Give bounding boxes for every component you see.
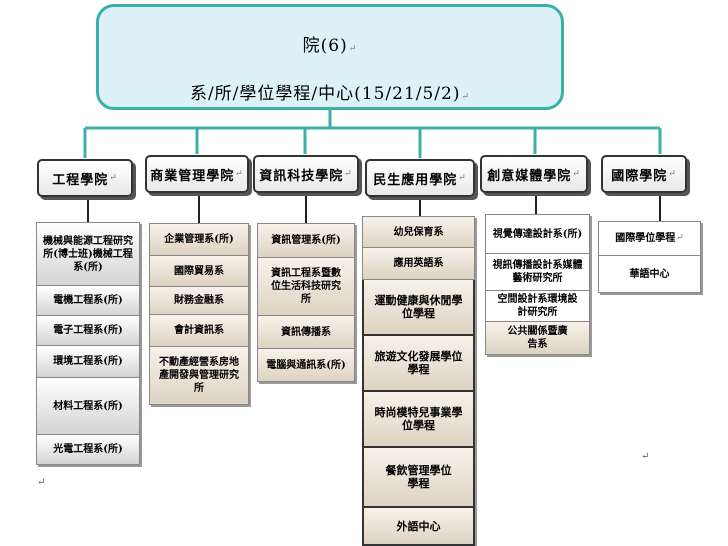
dept-item: 視覺傳達設計系(所) (485, 214, 590, 254)
dept-item: 環境工程系(所) (36, 346, 140, 378)
dept-item: 公共關係暨廣告系 (485, 322, 590, 355)
dept-item: 外語中心 (362, 508, 475, 546)
dept-item: 國際貿易系 (149, 256, 249, 287)
dept-item: 時尚模特兒事業學位學程 (362, 392, 475, 448)
dept-item: 旅遊文化發展學位學程 (362, 336, 475, 392)
college-count: 院(6)↵ (302, 36, 358, 56)
dept-item: 資訊管理系(所) (257, 223, 355, 258)
college-information-technology: 資訊科技學院↵ (253, 155, 359, 193)
college-applied-living: 民生應用學院↵ (365, 159, 475, 197)
paragraph-mark: ↵ (37, 477, 46, 488)
dept-item: 不動產經營系房地產開發與管理研究所 (149, 347, 249, 405)
dept-item: 會計資訊系 (149, 315, 249, 347)
college-engineering: 工程學院↵ (37, 159, 133, 197)
dept-item: 機械與能源工程研究所(博士班)機械工程系(所) (36, 222, 140, 286)
dept-item: 華語中心 (598, 256, 701, 293)
college-business-management: 商業管理學院↵ (145, 155, 249, 193)
university-summary-box: 院(6)↵ 系/所/學位學程/中心(15/21/5/2)↵ (96, 4, 564, 110)
dept-item: 材料工程系(所) (36, 378, 140, 435)
college-creative-media: 創意媒體學院↵ (480, 155, 588, 193)
dept-item: 財務金融系 (149, 287, 249, 315)
creative-media-dept-list: 視覺傳達設計系(所) 視訊傳播設計系媒體藝術研究所 空間設計系環境設計研究所 公… (485, 214, 590, 355)
dept-item: 電子工程系(所) (36, 316, 140, 346)
dept-item: 資訊工程系暨數位生活科技研究所 (257, 258, 355, 316)
paragraph-mark: ↵ (641, 451, 650, 462)
dept-item: 電腦與通訊系(所) (257, 349, 355, 382)
dept-item: 國際學位學程↵ (598, 221, 701, 256)
applied-living-dept-list: 幼兒保育系 應用英語系 運動健康與休閒學位學程 旅遊文化發展學位學程 時尚模特兒… (362, 216, 475, 546)
unit-count: 系/所/學位學程/中心(15/21/5/2)↵ (189, 84, 471, 104)
dept-item: 資訊傳播系 (257, 316, 355, 349)
dept-item: 餐飲管理學位學程 (362, 448, 475, 508)
engineering-dept-list: 機械與能源工程研究所(博士班)機械工程系(所) 電機工程系(所) 電子工程系(所… (36, 222, 140, 465)
business-dept-list: 企業管理系(所) 國際貿易系 財務金融系 會計資訊系 不動產經營系房地產開發與管… (149, 223, 249, 405)
dept-item: 空間設計系環境設計研究所 (485, 291, 590, 322)
dept-item: 光電工程系(所) (36, 435, 140, 465)
it-dept-list: 資訊管理系(所) 資訊工程系暨數位生活科技研究所 資訊傳播系 電腦與通訊系(所) (257, 223, 355, 382)
dept-item: 企業管理系(所) (149, 223, 249, 256)
dept-item: 運動健康與休閒學位學程 (362, 280, 475, 336)
dept-item: 電機工程系(所) (36, 286, 140, 316)
dept-item: 視訊傳播設計系媒體藝術研究所 (485, 254, 590, 291)
dept-item: 應用英語系 (362, 248, 475, 280)
college-international: 國際學院↵ (601, 155, 687, 193)
international-dept-list: 國際學位學程↵ 華語中心 (598, 221, 701, 293)
dept-item: 幼兒保育系 (362, 216, 475, 248)
